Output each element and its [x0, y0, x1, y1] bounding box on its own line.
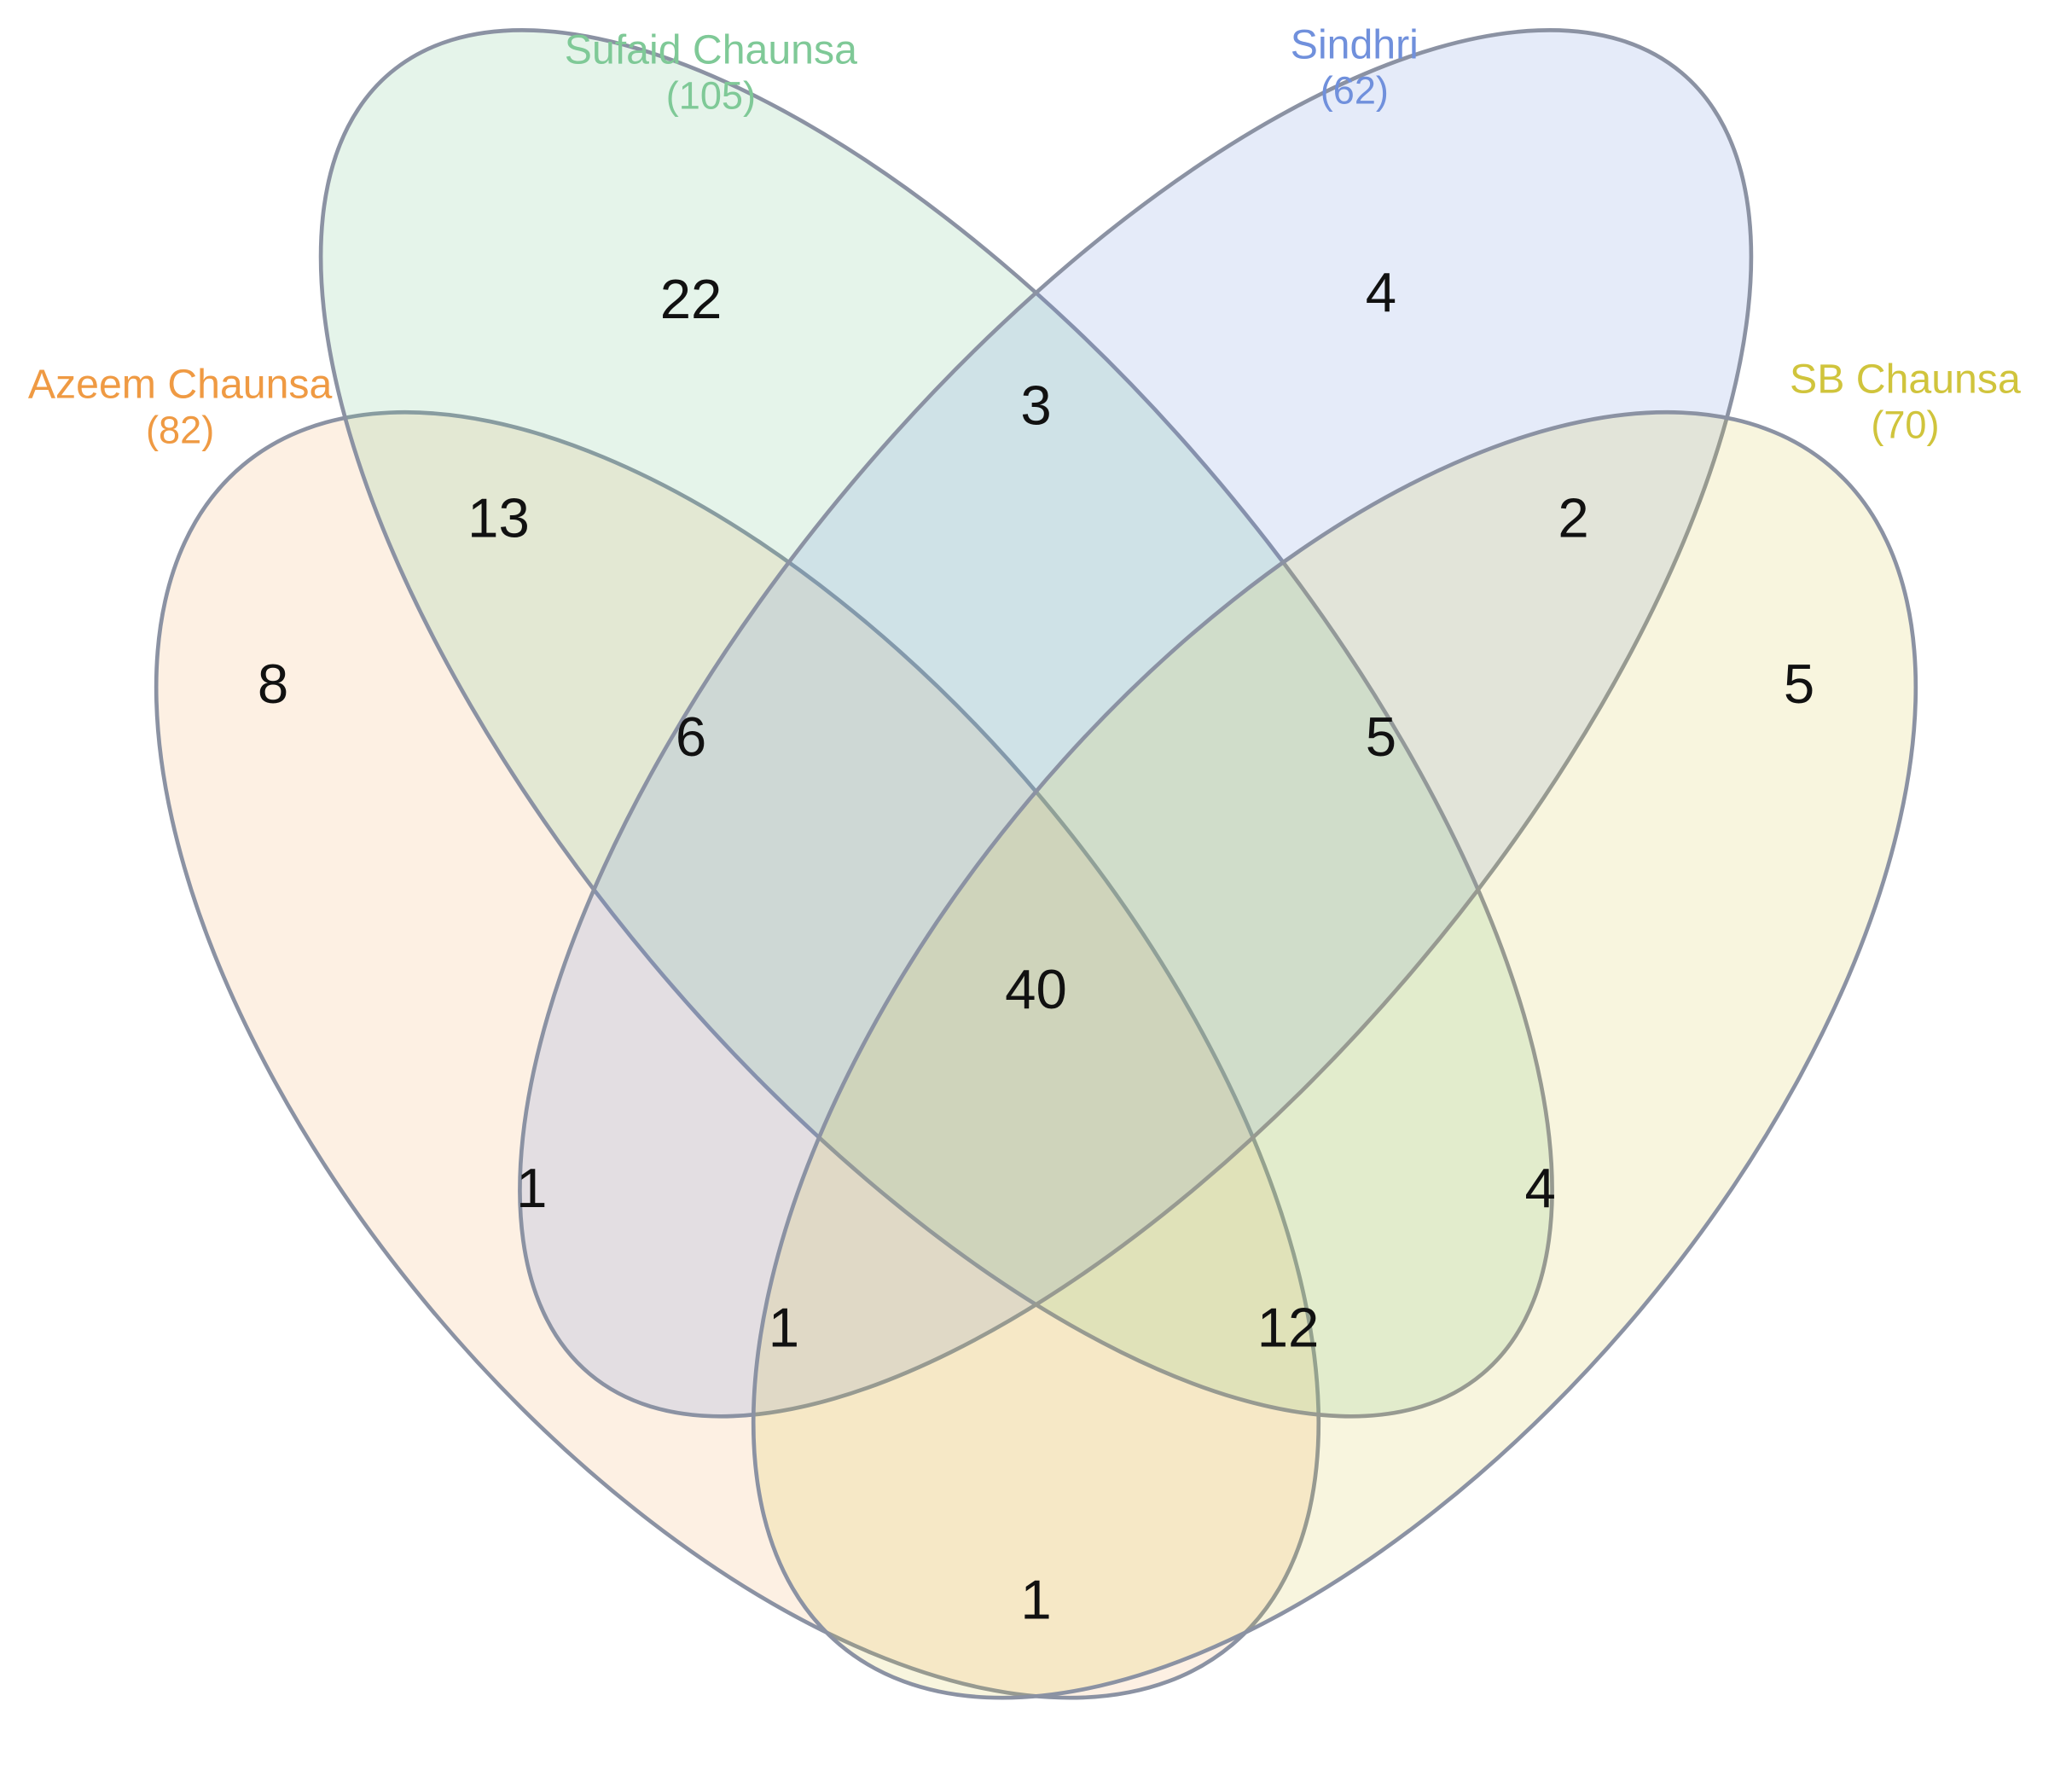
region-counts: 22 4 3 13 2 8 6 5 5 40 1 4 1 12 1 — [258, 261, 1814, 1630]
region-azeem-sindhri-sb: 1 — [769, 1297, 799, 1359]
set-count-sindhri: (62) — [1320, 68, 1389, 112]
region-sufaid-sb: 4 — [1524, 1157, 1555, 1219]
set-label-sindhri: Sindhri — [1291, 21, 1419, 67]
region-sufaid-sindhri-sb: 5 — [1366, 705, 1396, 768]
region-azeem-sufaid-sb: 12 — [1257, 1297, 1320, 1359]
set-count-azeem-chaunsa: (82) — [146, 409, 214, 452]
set-count-sufaid-chaunsa: (105) — [666, 74, 756, 118]
region-azeem-sb: 1 — [1020, 1568, 1051, 1630]
sindhri-ellipse — [518, 28, 1754, 1419]
set-labels: Azeem Chaunsa (82) Sufaid Chaunsa (105) … — [28, 21, 2021, 451]
region-all-four: 40 — [1005, 958, 1067, 1020]
region-sb-only: 5 — [1784, 653, 1814, 715]
region-azeem-sindhri: 1 — [516, 1157, 547, 1219]
sufaid-chaunsa-ellipse — [318, 28, 1554, 1419]
region-azeem-only: 8 — [258, 653, 288, 715]
region-sindhri-sb: 2 — [1558, 487, 1588, 549]
set-count-sb-chaunsa: (70) — [1871, 403, 1939, 446]
set-label-azeem-chaunsa: Azeem Chaunsa — [28, 362, 333, 408]
set-label-sb-chaunsa: SB Chaunsa — [1790, 356, 2021, 402]
sb-chaunsa-ellipse — [751, 409, 1918, 1700]
region-azeem-sufaid: 13 — [467, 487, 530, 549]
region-azeem-sufaid-sindhri: 6 — [676, 705, 706, 768]
region-sufaid-only: 22 — [660, 268, 723, 330]
region-sufaid-sindhri: 3 — [1020, 374, 1051, 436]
region-sindhri-only: 4 — [1366, 261, 1396, 323]
set-label-sufaid-chaunsa: Sufaid Chaunsa — [565, 27, 857, 73]
